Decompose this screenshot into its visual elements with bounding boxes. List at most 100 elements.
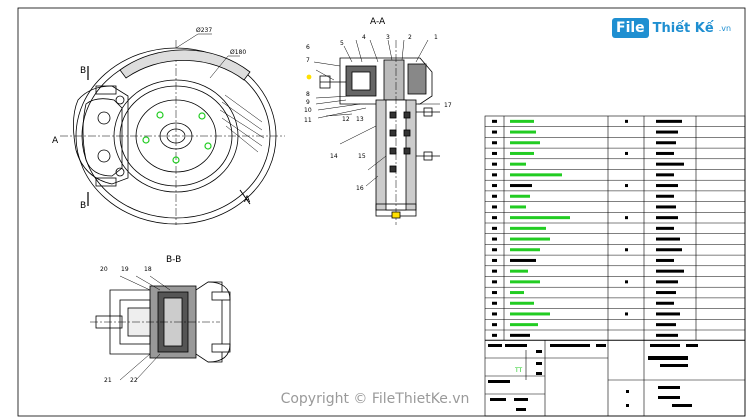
row-index-mark [492,280,497,284]
logo-box: File [612,18,649,38]
row-index-mark [492,226,497,230]
row-index-mark [492,173,497,177]
row-material-mark [656,141,676,145]
row-index-mark [492,248,497,252]
row-name-mark [510,194,530,198]
row-index-mark [492,269,497,273]
row-name-mark [510,312,550,316]
row-name-mark [510,130,536,134]
section-bb-view [90,275,231,381]
row-material-mark [656,280,678,284]
section-aa-view [313,39,440,225]
row-index-mark [492,333,497,337]
row-index-mark [492,301,497,305]
row-material-mark [656,301,674,305]
row-index-mark [492,162,497,166]
row-material-mark [656,248,682,252]
logo-text: Thiết Kế [652,20,714,36]
row-index-mark [492,216,497,220]
dimension-outer-diameter: Ø237 [196,27,212,34]
row-name-mark [510,258,536,262]
watermark-logo: File Thiết Kế .vn [612,14,731,42]
row-material-mark [656,173,674,177]
callout-11: 11 [304,117,312,124]
row-material-mark [656,269,684,273]
row-material-mark [656,162,684,166]
bolt-hole-markers [142,111,212,164]
row-qty-mark [625,184,628,188]
callout-15: 15 [358,153,366,160]
callout-17: 17 [444,102,452,109]
row-index-mark [492,151,497,155]
row-material-mark [656,258,674,262]
row-material-mark [656,312,680,316]
dimension-inner-diameter: Ø180 [230,49,246,56]
callout-2: 2 [408,34,412,41]
row-index-mark [492,194,497,198]
row-qty-mark [625,216,628,220]
callout-10: 10 [304,107,312,114]
row-index-mark [492,141,497,145]
row-name-mark [510,173,562,177]
logo-suffix: .vn [718,23,732,33]
callout-3: 3 [386,34,390,41]
title-block-label: TT [514,367,523,374]
cut-marker-a-left: A [52,136,59,146]
title-block [485,340,745,416]
row-material-mark [656,291,676,295]
row-name-mark [510,184,532,188]
callout-16: 16 [356,185,364,192]
row-name-mark [510,141,540,145]
cut-marker-b-top: B [80,66,86,76]
row-material-mark [656,151,674,155]
row-qty-mark [625,151,628,155]
row-name-mark [510,333,530,337]
cut-marker-a-right: A [244,195,251,205]
row-name-mark [510,162,526,166]
callout-9: 9 [306,99,310,106]
callout-5: 5 [340,40,344,47]
row-name-mark [510,119,534,123]
callout-12: 12 [342,116,350,123]
row-qty-mark [625,280,628,284]
row-name-mark [510,301,534,305]
row-index-mark [492,237,497,241]
row-index-mark [492,291,497,295]
section-bb-title: B-B [166,255,181,265]
row-material-mark [656,237,680,241]
row-index-mark [492,205,497,209]
row-index-mark [492,312,497,316]
row-name-mark [510,216,570,220]
callout-8: 8 [306,91,310,98]
callout-21: 21 [104,377,112,384]
row-name-mark [510,226,546,230]
row-material-mark [656,226,674,230]
callout-22: 22 [130,377,138,384]
row-material-mark [656,333,678,337]
row-index-mark [492,119,497,123]
row-qty-mark [625,119,628,123]
callout-4: 4 [362,34,366,41]
row-name-mark [510,269,528,273]
callout-20: 20 [100,266,108,273]
row-material-mark [656,216,678,220]
row-name-mark [510,205,526,209]
row-name-mark [510,151,534,155]
cut-marker-b-bottom: B [80,201,86,211]
callout-7: 7 [306,57,310,64]
row-name-mark [510,291,524,295]
copyright-watermark: Copyright © FileThietKe.vn [280,391,470,407]
section-aa-title: A-A [370,17,386,27]
callout-13: 13 [356,116,364,123]
row-index-mark [492,184,497,188]
row-qty-mark [625,312,628,316]
row-index-mark [492,130,497,134]
row-material-mark [656,323,676,327]
row-name-mark [510,323,538,327]
row-qty-mark [625,248,628,252]
title-block-marks [488,344,698,411]
front-view [60,33,285,225]
row-name-mark [510,237,550,241]
callout-1: 1 [434,34,438,41]
